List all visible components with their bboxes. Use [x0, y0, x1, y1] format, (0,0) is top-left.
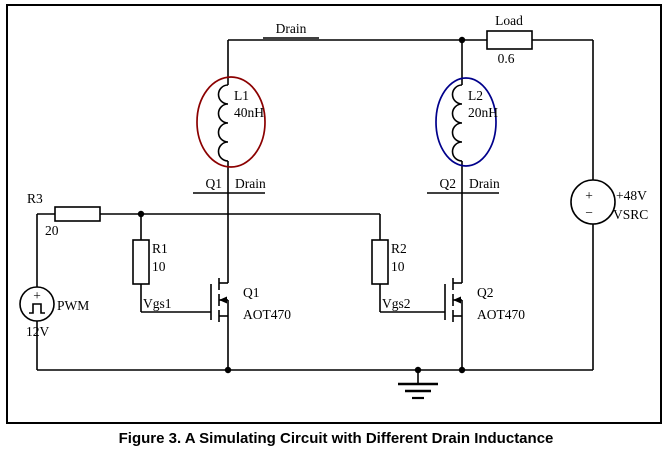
q2-body-arrow [453, 296, 461, 304]
q1-name-label: Q1 [243, 285, 260, 300]
load-value-label: 0.6 [498, 51, 515, 66]
r2-value-label: 10 [391, 259, 405, 274]
drain-rail-label: Drain [263, 21, 319, 39]
load-name-label: Load [495, 13, 523, 28]
vgs2-node-label: Vgs2 [382, 296, 411, 311]
r3-name-label: R3 [27, 191, 43, 206]
wire-network [36, 39, 594, 371]
r1-resistor: R1 10 Vgs1 [132, 239, 172, 311]
vsrc-source: + − +48V VSRC [570, 179, 648, 225]
r2-name-label: R2 [391, 241, 407, 256]
l1-name-label: L1 [234, 88, 249, 103]
load-resistor: Load 0.6 [486, 13, 533, 66]
l2-highlight-ellipse [435, 77, 497, 167]
junction-dots [137, 36, 466, 374]
l2-value-label: 20nH [468, 105, 498, 120]
q2-drain-text: Drain [469, 176, 500, 191]
l1-value-label: 40nH [234, 105, 264, 120]
circuit-diagram: L1 40nH L2 20nH Drain Load 0.6 Q1 Drain [19, 13, 648, 400]
l1-inductor: L1 40nH [196, 76, 266, 168]
vgs1-node-label: Vgs1 [143, 296, 172, 311]
vsrc-plus-sign: + [585, 188, 593, 203]
figure-caption: Figure 3. A Simulating Circuit with Diff… [118, 430, 554, 447]
vsrc-minus-sign: − [585, 205, 593, 220]
l2-name-label: L2 [468, 88, 483, 103]
r1-name-label: R1 [152, 241, 168, 256]
q1-body-arrow [219, 296, 227, 304]
q1-mosfet-symbol: Q1 AOT470 [210, 278, 291, 370]
l1-highlight-ellipse [196, 76, 266, 168]
vsrc-value-label: +48V [616, 188, 647, 203]
q1-drain-node-label: Q1 Drain [193, 176, 266, 194]
l2-inductor: L2 20nH [435, 77, 498, 167]
r3-resistor: R3 20 [27, 191, 101, 238]
pwm-name-label: PWM [57, 298, 89, 313]
ground-symbol [398, 370, 438, 400]
pwm-source: + PWM 12V [19, 286, 89, 339]
drain-rail-text: Drain [276, 21, 307, 36]
q2-part-label: AOT470 [477, 307, 525, 322]
q2-drain-node-label: Q2 Drain [427, 176, 500, 194]
pwm-plus-sign: + [33, 288, 41, 303]
q2-drain-ref-text: Q2 [440, 176, 457, 191]
q1-part-label: AOT470 [243, 307, 291, 322]
r1-value-label: 10 [152, 259, 166, 274]
q2-name-label: Q2 [477, 285, 494, 300]
pwm-pulse-icon [29, 303, 45, 314]
vsrc-name-label: VSRC [613, 207, 648, 222]
pwm-value-label: 12V [26, 324, 50, 339]
q1-drain-text: Drain [235, 176, 266, 191]
r2-resistor: R2 10 Vgs2 [371, 239, 411, 311]
q2-mosfet-symbol: Q2 AOT470 [444, 278, 525, 370]
r3-value-label: 20 [45, 223, 59, 238]
q1-drain-ref-text: Q1 [206, 176, 223, 191]
